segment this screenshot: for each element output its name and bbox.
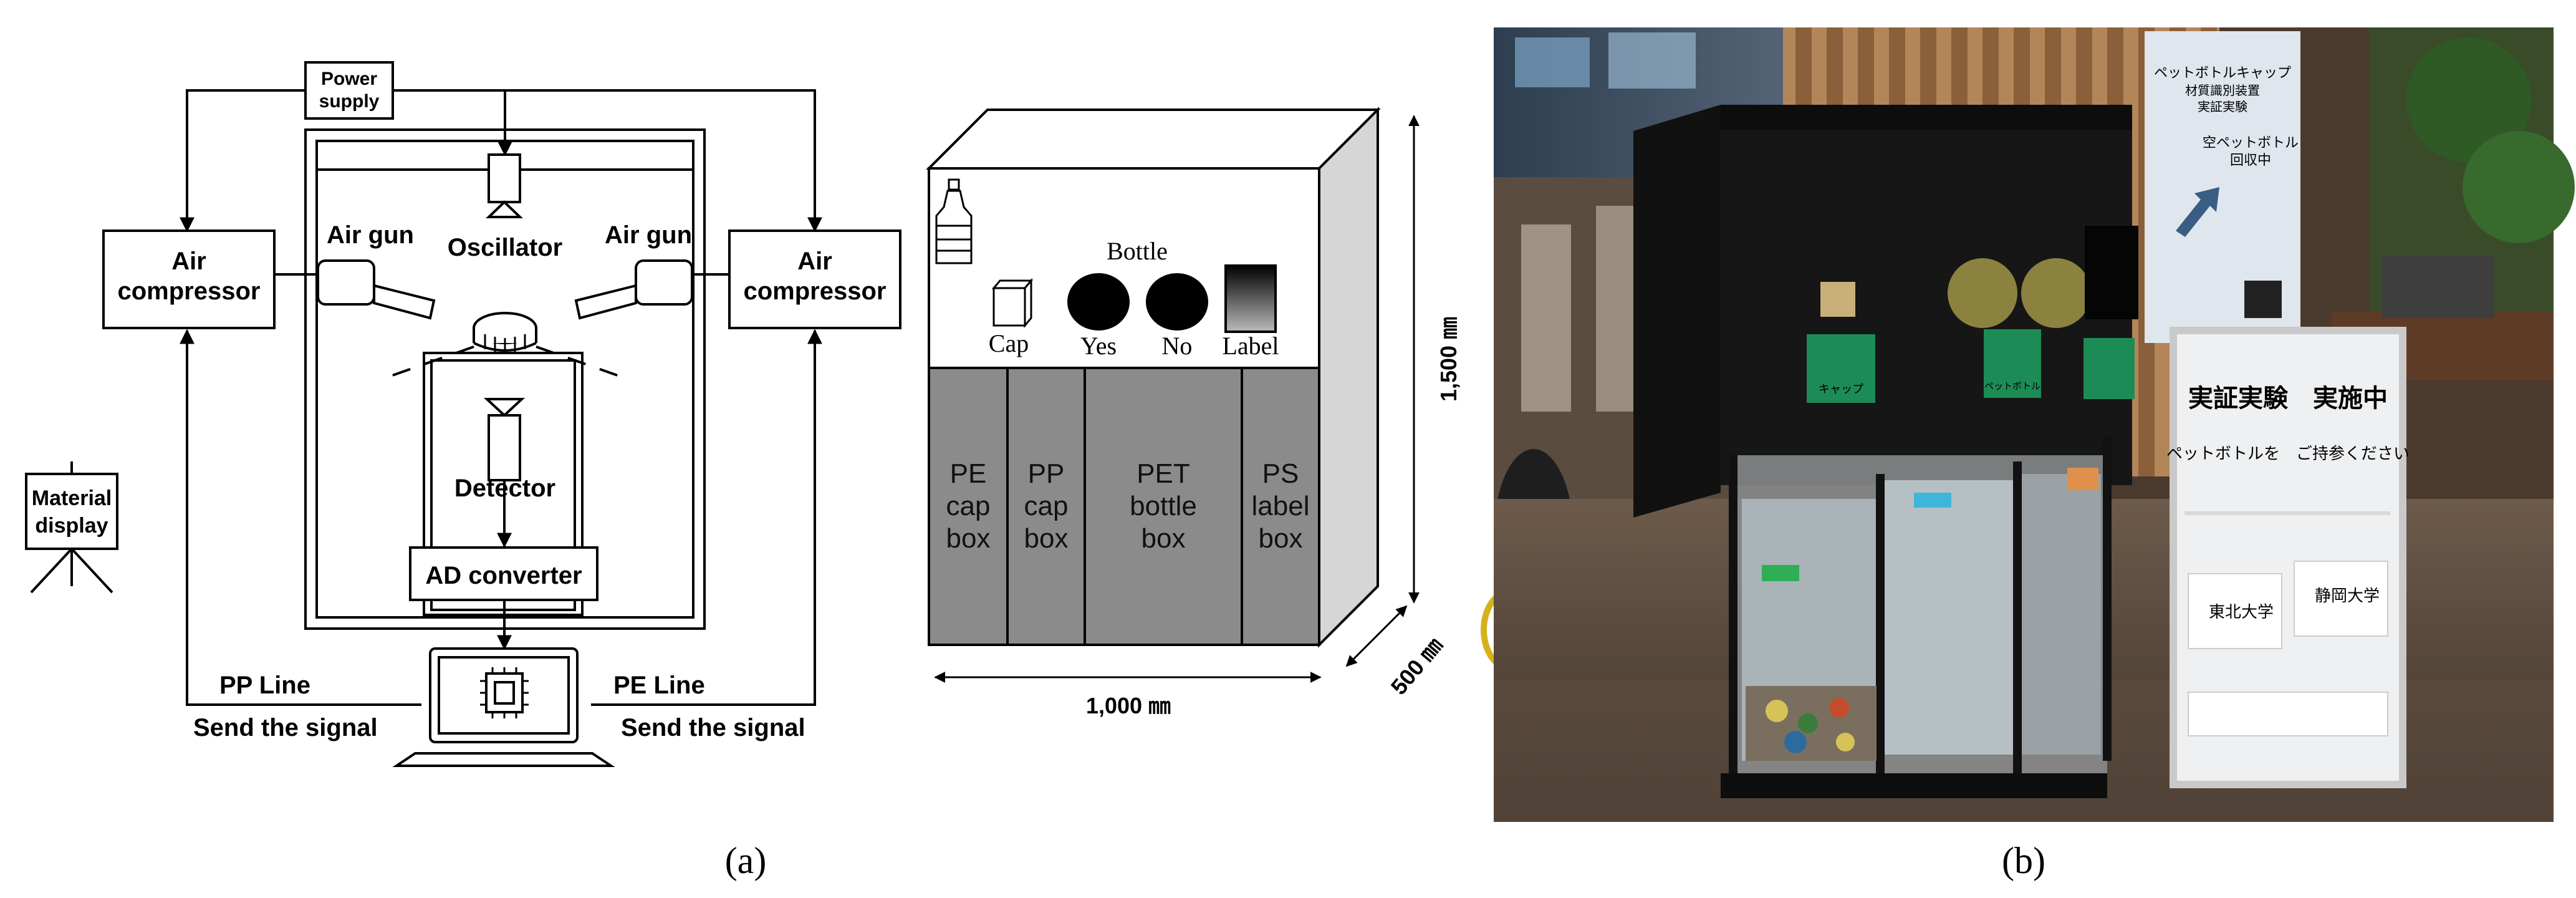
panel-a-caption: (a) (725, 840, 767, 881)
ad-converter-box (409, 546, 598, 601)
stand-sign-sub: ペットボトルを ご持参ください (2166, 444, 2410, 463)
air-compressor-right-box (728, 229, 901, 329)
slot-yes-icon (1067, 273, 1130, 331)
air-gun-left-icon (317, 259, 375, 306)
pillar-arrow-icon (2176, 187, 2219, 237)
box-pe-line-3: box (946, 523, 991, 554)
box-pe-line-2: cap (946, 491, 991, 521)
schematic-diagram (25, 61, 901, 767)
cabinet-no-label: No (1162, 332, 1193, 360)
depth-dimension-label: 500 ㎜ (1386, 632, 1448, 700)
university-logo-1 (2188, 573, 2282, 649)
box-pp-line-1: PP (1028, 458, 1065, 489)
oscillator-label: Oscillator (448, 234, 563, 261)
box-ps-line-1: PS (1262, 458, 1299, 489)
box-pet-line-2: bottle (1130, 491, 1197, 521)
cap-inlet (1820, 282, 1855, 317)
pillar-title-3: 実証実験 (2198, 100, 2247, 114)
university-2-label: 静岡大学 (2315, 586, 2380, 605)
pillar-title-1: ペットボトルキャップ (2154, 65, 2291, 80)
pillar-sub-1: 空ペットボトル (2203, 135, 2299, 150)
pe-send-label: Send the signal (621, 714, 805, 741)
bottle-icon (935, 178, 973, 264)
stand-sign-title: 実証実験 実施中 (2188, 385, 2388, 412)
panel-b-caption: (b) (2002, 840, 2045, 881)
air-compressor-left-label-2: compressor (118, 278, 261, 305)
detector-label: Detector (454, 475, 555, 502)
power-supply-label-2: supply (319, 91, 380, 112)
oscillator-icon (488, 153, 521, 203)
pe-line-label: PE Line (613, 672, 705, 699)
power-supply-label-1: Power (321, 69, 377, 89)
height-dimension-label: 1,500 ㎜ (1436, 317, 1461, 402)
air-gun-right-label: Air gun (605, 221, 692, 249)
slot-label-icon (1224, 264, 1277, 333)
cabinet-yes-label: Yes (1080, 332, 1117, 360)
bottle-inlet-sign (1984, 329, 2041, 398)
photo-panel: ペットボトルキャップ 材質識別装置 実証実験 空ペットボトル 回収中 キャップ … (1481, 27, 2575, 822)
slot-no-icon (1146, 273, 1208, 331)
cabinet-drawing (926, 107, 1381, 648)
cabinet-bottle-heading: Bottle (1107, 237, 1168, 265)
box-ps-line-3: box (1259, 523, 1303, 554)
university-1-label: 東北大学 (2209, 602, 2274, 621)
bottle-inlet-sign-text: ペットボトル (1984, 381, 2040, 392)
bottle-inlet-yes (1948, 258, 2017, 328)
air-gun-right-icon (635, 259, 693, 306)
university-logo-2 (2294, 561, 2388, 637)
width-dimension-label: 1,000 ㎜ (1086, 693, 1171, 718)
material-display-label-2: display (35, 514, 108, 538)
cabinet-cap-label: Cap (989, 329, 1029, 357)
bottle-inlet-no (2021, 258, 2091, 328)
air-compressor-right-label-2: compressor (744, 278, 887, 305)
cabinet-label-label: Label (1222, 332, 1279, 360)
box-ps-line-2: label (1252, 491, 1310, 521)
pp-line-label: PP Line (219, 672, 310, 699)
detector-icon (483, 398, 526, 417)
laptop-icon (392, 647, 615, 767)
ad-converter-label: AD converter (425, 562, 582, 589)
air-compressor-right-label-1: Air (797, 248, 832, 275)
pillar-sub-2: 回収中 (2230, 152, 2271, 168)
depth-dimension-arrow (1345, 605, 1408, 667)
cabinet-box-pe-cap (928, 367, 1009, 646)
box-pet-line-3: box (1141, 523, 1186, 554)
pillar-title-2: 材質識別装置 (2185, 84, 2260, 98)
box-pe-line-1: PE (950, 458, 987, 489)
label-inlet-sign (2083, 338, 2135, 399)
label-inlet (2085, 226, 2138, 319)
box-pp-line-2: cap (1024, 491, 1069, 521)
air-compressor-left-box (102, 229, 276, 329)
cap-inlet-sign (1807, 334, 1875, 403)
cap-inlet-sign-text: キャップ (1819, 383, 1863, 395)
material-display-board (25, 473, 118, 550)
material-display-label-1: Material (32, 486, 112, 510)
cabinet-box-pet-bottle (1084, 367, 1243, 646)
pp-send-label: Send the signal (193, 714, 378, 741)
box-pet-line-1: PET (1137, 458, 1190, 489)
air-gun-left-label: Air gun (327, 221, 414, 249)
cabinet-box-ps-label (1241, 367, 1320, 646)
cabinet-top-face (926, 109, 1381, 170)
box-pp-line-3: box (1024, 523, 1069, 554)
cabinet-side-face (1318, 107, 1379, 648)
cap-cube-icon (991, 278, 1034, 329)
air-compressor-left-label-1: Air (171, 248, 206, 275)
cabinet-box-pp-cap (1006, 367, 1086, 646)
